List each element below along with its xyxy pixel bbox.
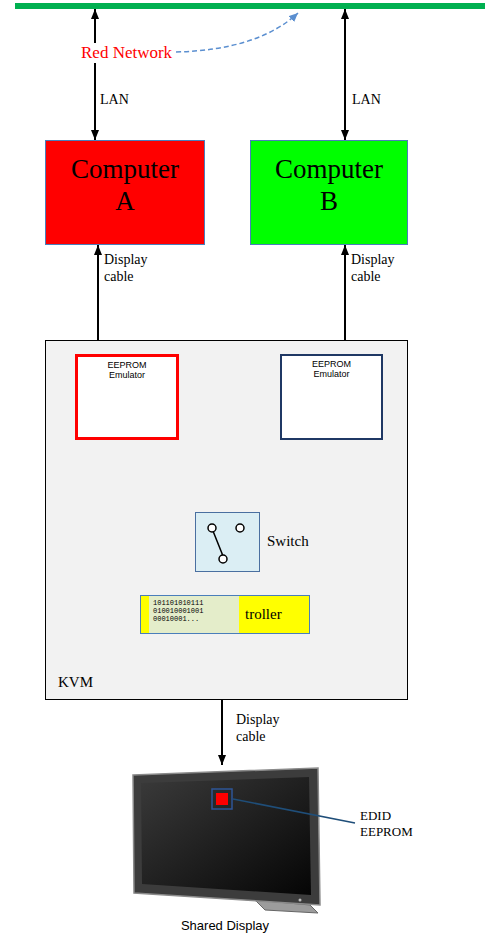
computer-box: Computer A <box>45 140 205 245</box>
power-button <box>299 899 302 902</box>
switch-symbol <box>195 512 260 572</box>
emulator-label: EEPROM Emulator <box>312 359 351 380</box>
eeprom-emulator: EEPROM Emulator <box>280 354 383 440</box>
connector-label: Display cable <box>351 252 395 286</box>
connector <box>94 9 96 140</box>
binary-data: 101101010111 010010001001 00010001... <box>149 596 239 633</box>
connector-label: LAN <box>100 92 129 109</box>
connector <box>97 245 99 354</box>
shared-display: Shared Display <box>128 765 322 937</box>
eeprom-chip <box>216 793 228 805</box>
switch-lever <box>213 531 223 556</box>
network-bar: Red Network <box>15 3 485 9</box>
kvm-label: KVM <box>58 674 93 691</box>
connector <box>344 245 346 354</box>
eeprom-emulator: EEPROM Emulator <box>75 354 179 440</box>
connector-label: LAN <box>352 92 381 109</box>
monitor-screen <box>141 777 311 895</box>
switch-box: Switch <box>195 512 260 572</box>
connector-label: Display cable <box>104 252 148 286</box>
switch-terminal <box>219 555 227 563</box>
switch-terminal <box>208 524 216 532</box>
computer-label: Computer A <box>71 153 179 218</box>
connector <box>344 9 346 140</box>
monitor-bezel <box>133 768 320 905</box>
controller-label: troller <box>239 606 282 623</box>
controller-box: 101101010111 010010001001 00010001...tro… <box>140 595 310 634</box>
callout-label: EDID EEPROM <box>360 808 413 839</box>
computer-label: Computer B <box>275 153 383 218</box>
pointer-arrow <box>176 13 298 52</box>
network-label: Red Network <box>79 43 174 63</box>
eeprom-outline <box>212 789 232 809</box>
connector-label: Display cable <box>236 712 280 746</box>
emulator-label: EEPROM Emulator <box>107 360 146 381</box>
display-label: Shared Display <box>128 918 322 933</box>
leader-line <box>233 799 355 823</box>
switch-label: Switch <box>267 533 309 550</box>
kvm-box: EEPROM Emulator EEPROM EmulatorSwitch 1011… <box>45 340 408 700</box>
switch-terminal <box>236 524 244 532</box>
computer-box: Computer B <box>250 140 408 245</box>
